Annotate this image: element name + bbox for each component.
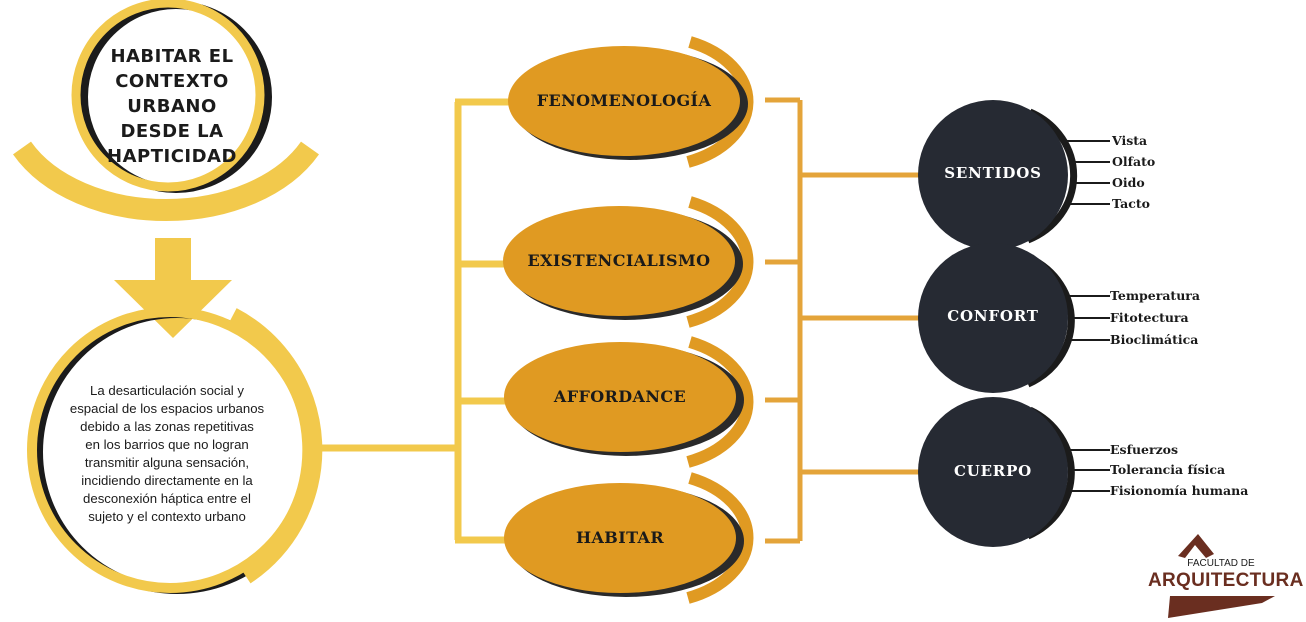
concept-label-affordance: AFFORDANCE — [553, 387, 687, 406]
category-node-confort — [918, 243, 1110, 393]
problem-line: debido a las zonas repetitivas — [80, 419, 254, 434]
concept-label-habitar: HABITAR — [575, 528, 665, 547]
problem-line: espacial de los espacios urbanos — [69, 401, 265, 416]
category-label-confort: CONFORT — [947, 307, 1039, 325]
leaf-item: Vista — [1112, 133, 1148, 148]
concept-node-habitar — [504, 472, 754, 604]
concept-label-fenomenologia: FENOMENOLOGÍA — [536, 91, 712, 110]
main-topic-line: URBANO — [127, 96, 217, 117]
leaf-item: Esfuerzos — [1110, 442, 1179, 457]
leaf-item: Fisionomía humana — [1110, 483, 1249, 498]
category-label-sentidos: SENTIDOS — [944, 164, 1042, 182]
main-topic-node — [13, 0, 319, 222]
leaf-item: Fitotectura — [1110, 310, 1189, 325]
main-topic-line: HABITAR EL — [110, 46, 234, 67]
problem-line: transmitir alguna sensación, — [84, 455, 250, 470]
problem-line: incidiendo directamente en la — [81, 473, 253, 488]
main-topic-line: CONTEXTO — [115, 71, 229, 92]
concept-node-existencialismo — [503, 196, 754, 328]
logo-text-architecture: ARQUITECTURA — [1148, 570, 1304, 591]
problem-text: La desarticulación social y espacial de … — [42, 382, 292, 526]
problem-line: sujeto y el contexto urbano — [88, 509, 246, 524]
main-topic-title: HABITAR EL CONTEXTO URBANO DESDE LA HAPT… — [72, 44, 272, 169]
logo-text-faculty: FACULTAD DE — [1187, 558, 1255, 569]
leaf-item: Temperatura — [1110, 288, 1200, 303]
problem-line: en los barrios que no logran — [85, 437, 249, 452]
leaf-item: Tacto — [1112, 196, 1150, 211]
leaf-item: Bioclimática — [1110, 332, 1199, 347]
main-topic-line: DESDE LA — [120, 121, 224, 142]
main-topic-line: HAPTICIDAD — [107, 146, 237, 167]
problem-line: desconexión háptica entre el — [83, 491, 251, 506]
problem-line: La desarticulación social y — [90, 383, 244, 398]
category-label-cuerpo: CUERPO — [953, 462, 1033, 480]
leaf-item: Oido — [1112, 175, 1145, 190]
leaf-item: Tolerancia física — [1110, 462, 1226, 477]
category-connectors — [765, 97, 920, 544]
faculty-logo-mark — [1168, 534, 1275, 618]
concept-connectors — [305, 98, 520, 544]
leaf-item: Olfato — [1112, 154, 1156, 169]
concept-node-fenomenologia — [508, 36, 754, 168]
category-node-sentidos — [918, 100, 1110, 250]
category-node-cuerpo — [918, 397, 1110, 547]
concept-label-existencialismo: EXISTENCIALISMO — [527, 251, 711, 270]
concept-node-affordance — [504, 336, 754, 468]
